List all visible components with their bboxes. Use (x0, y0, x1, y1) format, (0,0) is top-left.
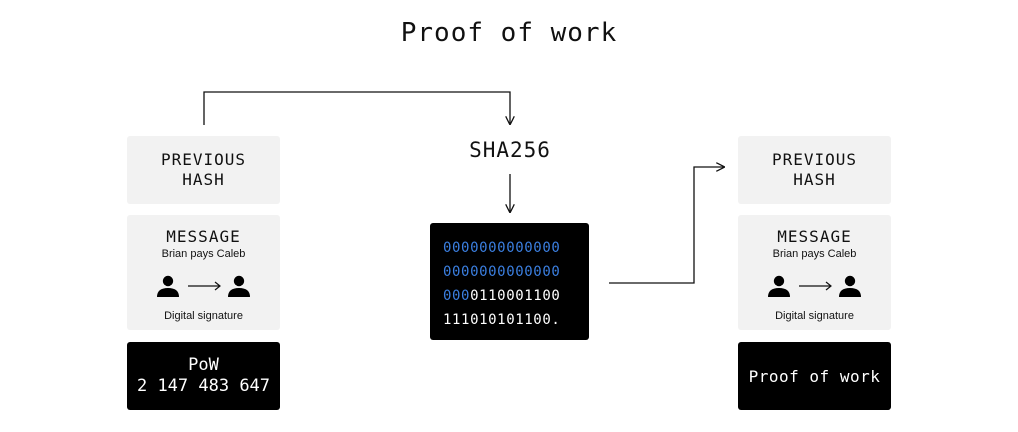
right-message-box: MESSAGE Brian pays Caleb Digital signatu… (738, 215, 891, 330)
right-previous-hash-box: PREVIOUS HASH (738, 136, 891, 204)
hash-line-3: 0000110001100 (443, 284, 589, 308)
person-icon (839, 275, 861, 297)
left-message-box: MESSAGE Brian pays Caleb Digital signatu… (127, 215, 280, 330)
hash-digits: 111010101100. (443, 312, 561, 328)
hash-line-2: 0000000000000 (443, 260, 589, 284)
left-transfer-icons (157, 275, 250, 297)
person-icon (228, 275, 250, 297)
left-message-heading: MESSAGE (166, 227, 241, 246)
right-transfer-icons (768, 275, 861, 297)
proof-of-work-label: Proof of work (748, 366, 881, 386)
hash-output-box: 0000000000000 0000000000000 000011000110… (430, 223, 589, 340)
hash-zeros: 0000000000000 (443, 240, 561, 256)
right-message-subtitle: Brian pays Caleb (772, 248, 857, 260)
connector-prev-to-sha (203, 91, 510, 125)
right-message-heading: MESSAGE (777, 227, 852, 246)
left-previous-hash-line1: PREVIOUS (160, 150, 247, 169)
hash-zeros: 000 (443, 288, 471, 304)
hash-zeros: 0000000000000 (443, 264, 561, 280)
pow-label: PoW (188, 355, 219, 375)
pow-value: 2 147 483 647 (136, 376, 271, 396)
person-icon (157, 275, 179, 297)
left-pow-box: PoW 2 147 483 647 (127, 342, 280, 410)
hash-line-4: 111010101100. (443, 308, 589, 332)
left-previous-hash-box: PREVIOUS HASH (127, 136, 280, 204)
right-message-signature: Digital signature (775, 310, 854, 322)
diagram-title: Proof of work (400, 18, 618, 48)
left-previous-hash-line2: HASH (182, 170, 225, 189)
arrow-right-icon (188, 281, 221, 291)
left-message-subtitle: Brian pays Caleb (161, 248, 246, 260)
person-icon (768, 275, 790, 297)
hash-digits: 0110001100 (470, 288, 561, 304)
right-previous-hash-line1: PREVIOUS (771, 150, 858, 169)
sha256-label: SHA256 (469, 138, 551, 162)
left-message-signature: Digital signature (164, 310, 243, 322)
right-previous-hash-line2: HASH (793, 170, 836, 189)
arrow-right-icon (799, 281, 832, 291)
connector-output-to-next (609, 167, 724, 284)
hash-line-1: 0000000000000 (443, 236, 589, 260)
right-proof-of-work-box: Proof of work (738, 342, 891, 410)
